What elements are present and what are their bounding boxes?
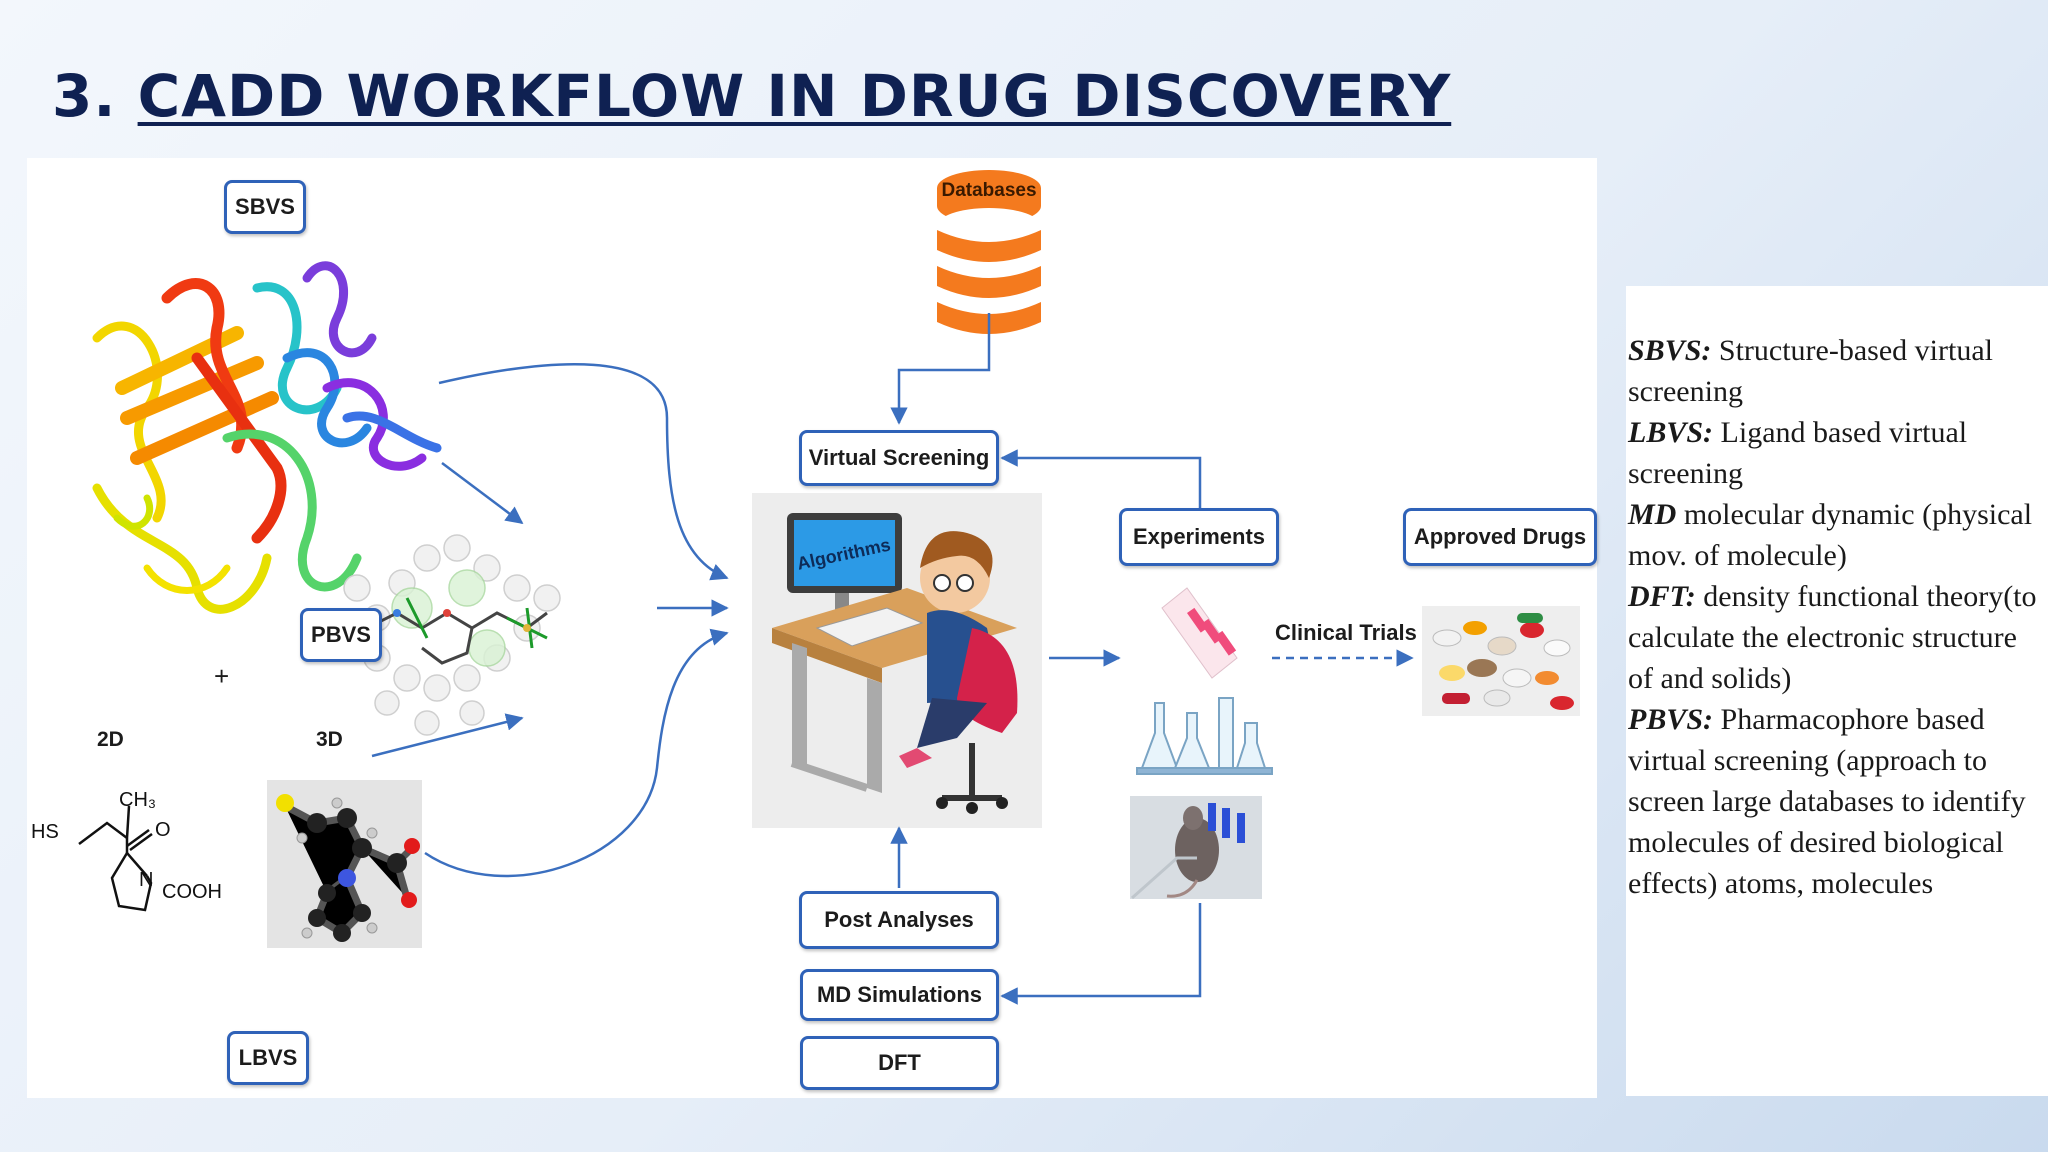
legend-item: PBVS: Pharmacophore based virtual screen… — [1628, 699, 2048, 904]
legend-item: DFT: density functional theory(to calcul… — [1628, 576, 2048, 699]
lab-flask-icon — [1136, 697, 1273, 775]
pharmacophore-icon — [338, 534, 561, 736]
protein-ribbon-icon — [92, 261, 442, 614]
clinical-trials-label: Clinical Trials — [1275, 620, 1417, 645]
legend-desc: density functional theory(to calculate t… — [1628, 580, 2037, 695]
test-tube-icon — [1161, 587, 1238, 679]
label-3d: 3D — [316, 728, 343, 751]
ball-stick-molecule-icon — [267, 780, 422, 948]
title-number: 3. — [52, 62, 117, 130]
md-simulations-box: MD Simulations — [800, 969, 999, 1021]
legend-desc: Structure-based virtual screening — [1628, 334, 1993, 408]
page-title: 3. CADD WORKFLOW IN DRUG DISCOVERY — [52, 62, 1451, 130]
legend-term: MD — [1628, 498, 1677, 531]
lab-mouse-icon — [1130, 796, 1262, 900]
lbvs-box: LBVS — [227, 1031, 309, 1085]
diagram-graphics: CH₃ HS O N COOH — [31, 170, 1580, 1005]
plus-sign: + — [214, 661, 230, 691]
legend-item: LBVS: Ligand based virtual screening — [1628, 412, 2048, 494]
approved-drugs-box: Approved Drugs — [1403, 508, 1597, 566]
abbreviation-legend: SBVS: Structure-based virtual screening … — [1626, 286, 2048, 1096]
virtual-screening-box: Virtual Screening — [799, 430, 999, 486]
legend-desc: molecular dynamic (physical mov. of mole… — [1628, 498, 2033, 572]
legend-term: SBVS: — [1628, 334, 1712, 367]
developer-at-computer-icon — [752, 493, 1042, 828]
molecule-cooh: COOH — [162, 881, 222, 903]
dft-box: DFT — [800, 1036, 999, 1090]
pills-icon — [1422, 606, 1580, 716]
databases-label: Databases — [941, 180, 1036, 201]
molecule-o: O — [155, 819, 171, 841]
experiments-box: Experiments — [1119, 508, 1279, 566]
legend-term: DFT: — [1628, 580, 1696, 613]
label-2d: 2D — [97, 728, 124, 751]
flow-arrows — [371, 313, 1202, 1005]
skeletal-molecule-icon — [78, 805, 153, 912]
legend-desc: Ligand based virtual screening — [1628, 416, 1968, 490]
legend-term: PBVS: — [1628, 703, 1714, 736]
molecule-hs: HS — [31, 821, 59, 843]
workflow-diagram: CH₃ HS O N COOH — [27, 158, 1597, 1098]
pbvs-box: PBVS — [300, 608, 382, 662]
database-icon — [937, 170, 1041, 334]
title-text: CADD WORKFLOW IN DRUG DISCOVERY — [137, 62, 1452, 130]
post-analyses-box: Post Analyses — [799, 891, 999, 949]
legend-item: SBVS: Structure-based virtual screening — [1628, 330, 2048, 412]
legend-item: MD molecular dynamic (physical mov. of m… — [1628, 494, 2048, 576]
legend-term: LBVS: — [1628, 416, 1714, 449]
molecule-n: N — [139, 869, 153, 891]
sbvs-box: SBVS — [224, 180, 306, 234]
molecule-ch3: CH₃ — [119, 789, 156, 811]
legend-desc: Pharmacophore based virtual screening (a… — [1628, 703, 2026, 900]
